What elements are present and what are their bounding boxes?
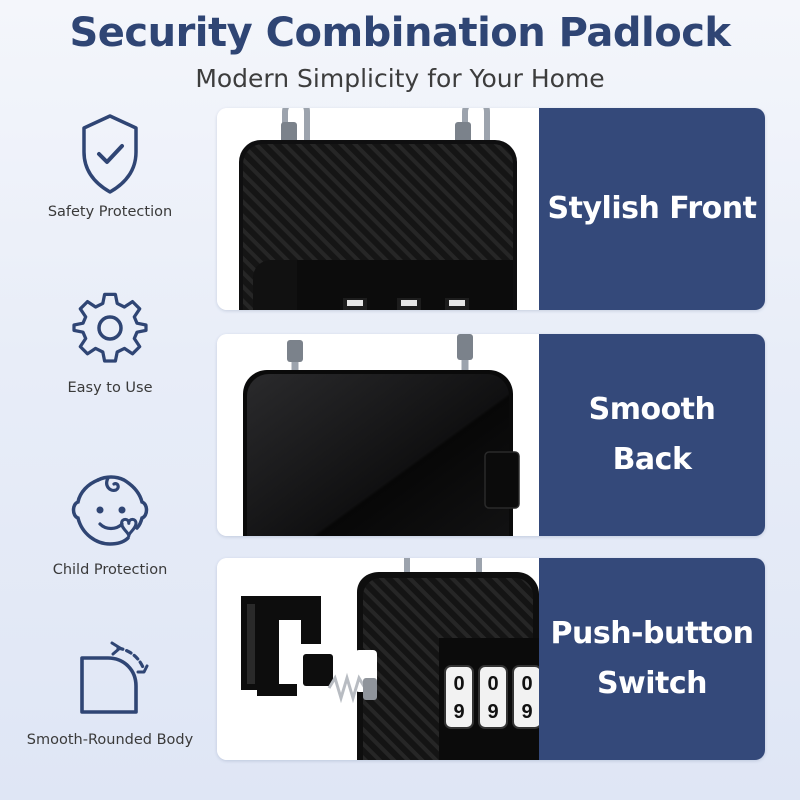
feature-label: Easy to Use — [67, 380, 153, 396]
padlock-button-photo: 0 0 0 9 9 9 — [217, 558, 539, 760]
padlock-back-photo — [217, 334, 539, 536]
feature-safety-protection: Safety Protection — [20, 112, 200, 220]
padlock-front-photo — [217, 108, 539, 310]
page-subtitle: Modern Simplicity for Your Home — [195, 64, 605, 93]
feature-easy-to-use: Easy to Use — [20, 292, 200, 396]
feature-label: Safety Protection — [47, 204, 173, 220]
panel-push-button-switch: 0 0 0 9 9 9 Push-button Switch — [217, 558, 765, 760]
page-title: Security Combination Padlock — [69, 10, 731, 56]
baby-face-icon — [71, 475, 149, 546]
panel-caption: Smooth Back — [539, 334, 765, 536]
panel-caption: Push-button Switch — [539, 558, 765, 760]
gear-icon — [72, 292, 148, 363]
feature-smooth-rounded-body: Smooth-Rounded Body — [20, 640, 200, 748]
panel-caption: Stylish Front — [539, 108, 765, 310]
feature-label: Smooth-Rounded Body — [26, 732, 194, 748]
rounded-corner-icon — [80, 641, 149, 714]
dial-digit: 9 — [487, 701, 498, 723]
panel-smooth-back: Smooth Back — [217, 334, 765, 536]
shield-check-icon — [82, 114, 138, 194]
panel-stylish-front: Stylish Front — [217, 108, 765, 310]
dial-digit: 9 — [521, 701, 532, 723]
dial-digit: 0 — [521, 673, 532, 695]
dial-digit: 0 — [453, 673, 464, 695]
dial-digit: 9 — [453, 701, 464, 723]
feature-label: Child Protection — [52, 562, 168, 578]
feature-child-protection: Child Protection — [20, 470, 200, 578]
dial-digit: 0 — [487, 673, 498, 695]
